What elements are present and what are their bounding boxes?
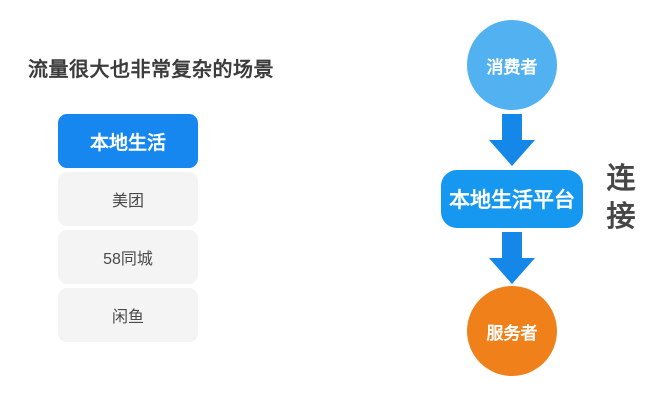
- connect-label: 连接: [606, 163, 636, 233]
- provider-node: 服务者: [467, 286, 557, 376]
- down-arrow-icon: [489, 232, 535, 284]
- platform-node: 本地生活平台: [441, 170, 583, 228]
- flow-diagram: 消费者 本地生活平台 服务者: [441, 20, 583, 376]
- down-arrow-icon: [489, 114, 535, 166]
- list-item-58tongcheng[interactable]: 58同城: [58, 230, 198, 284]
- page-title: 流量很大也非常复杂的场景: [28, 59, 274, 81]
- list-item-local-life[interactable]: 本地生活: [58, 114, 198, 168]
- list-item-xianyu[interactable]: 闲鱼: [58, 288, 198, 342]
- platform-list: 本地生活 美团 58同城 闲鱼: [58, 114, 198, 342]
- consumer-node: 消费者: [467, 20, 557, 110]
- list-item-meituan[interactable]: 美团: [58, 172, 198, 226]
